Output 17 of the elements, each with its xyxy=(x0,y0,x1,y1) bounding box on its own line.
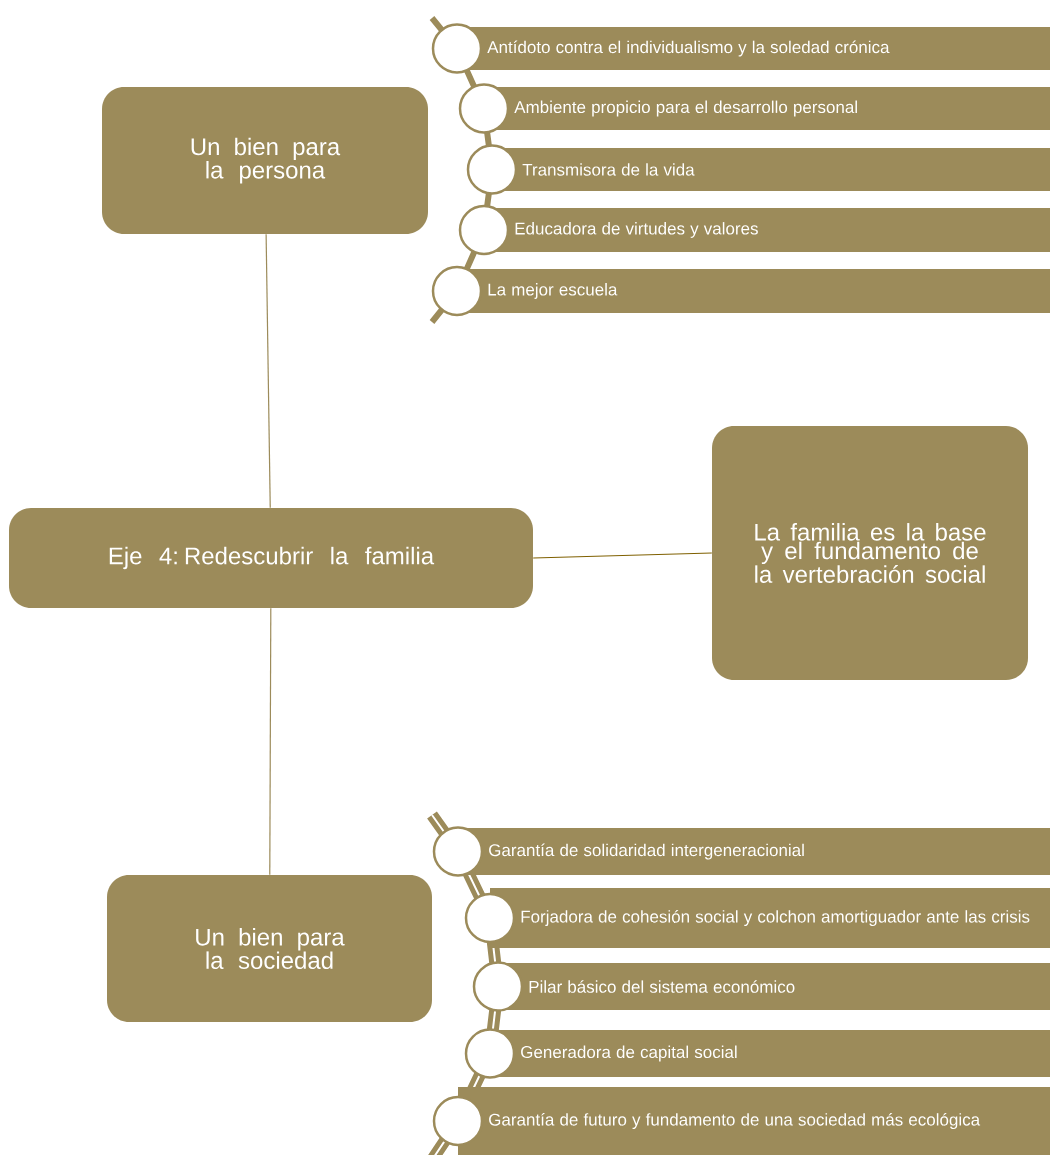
list-bar: Educadora de virtudes y valores xyxy=(458,204,1050,256)
list-bar: La mejor escuela xyxy=(431,265,1050,317)
topic-box: Un bien para la persona xyxy=(102,87,428,234)
connector-line xyxy=(265,233,271,509)
topic-box: La familia es la base y el fundamento de la vertebración social xyxy=(712,426,1028,680)
list-bar: Garantía de solidaridad intergeneracionial xyxy=(432,826,1050,877)
list-bar: Pilar básico del sistema económico xyxy=(472,961,1050,1012)
connector-line xyxy=(532,552,713,559)
list-bar: Forjadora de cohesión social y colchon amortiguador ante las crisis xyxy=(464,888,1050,948)
list-bar: Antídoto contra el individualismo y la soledad crónica xyxy=(431,23,1050,74)
list-bar: Ambiente propicio para el desarrollo personal xyxy=(458,83,1050,134)
topic-box: Un bien para la sociedad xyxy=(107,875,432,1022)
list-bar: Garantía de futuro y fundamento de una sociedad más ecológica xyxy=(432,1087,1050,1155)
connector-line xyxy=(269,607,272,876)
list-bar: Generadora de capital social xyxy=(464,1028,1050,1079)
list-bar: Transmisora de la vida xyxy=(466,144,1050,195)
topic-box: Eje 4: Redescubrir la familia xyxy=(9,508,533,608)
